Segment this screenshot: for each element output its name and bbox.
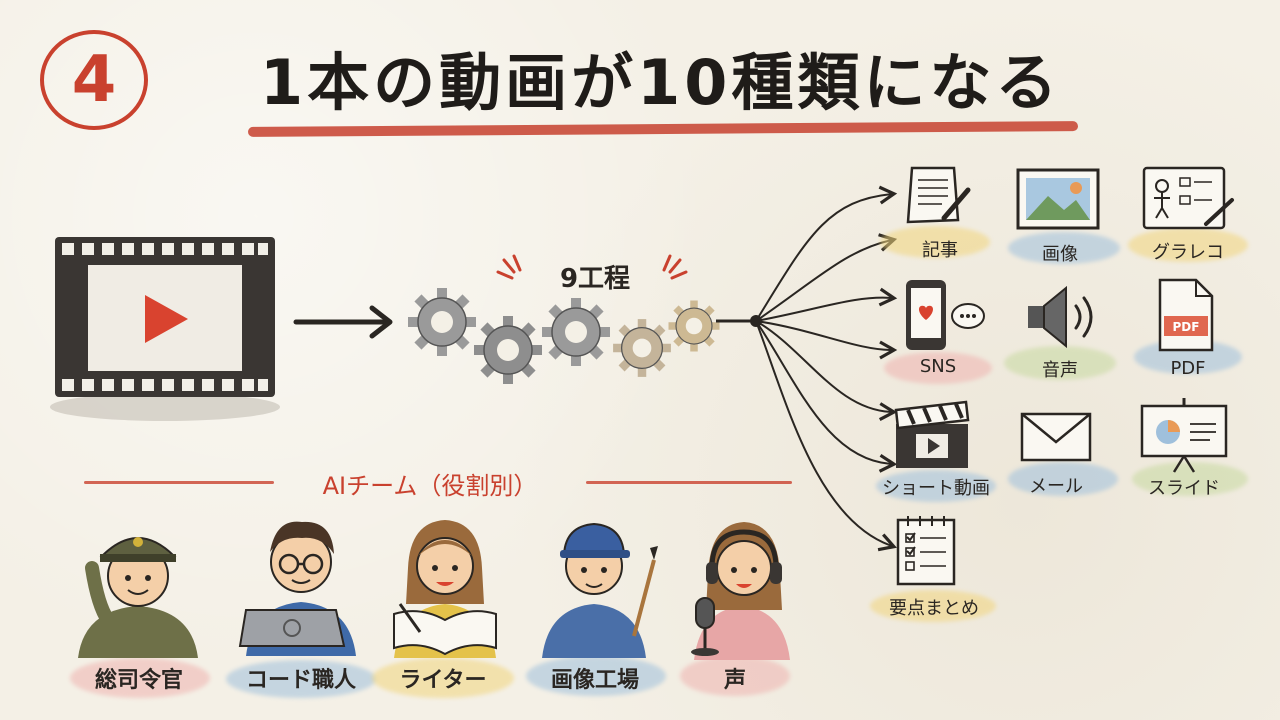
page-title: 1本の動画が10種類になる — [260, 46, 1062, 119]
output-label-sns: SNS — [919, 356, 957, 377]
coder-icon — [238, 521, 356, 656]
gear-5 — [667, 299, 721, 353]
output-label-article: 記事 — [922, 240, 958, 261]
input-arrow — [293, 305, 393, 339]
commander-icon — [78, 537, 198, 658]
pdf-icon: PDF — [1158, 278, 1214, 352]
envelope-icon — [1020, 412, 1092, 462]
pdf-badge-text: PDF — [1173, 320, 1200, 334]
checklist-icon — [896, 516, 956, 586]
film-strip-icon — [50, 237, 280, 421]
slide-icon — [1140, 398, 1228, 473]
team-title-line-right — [586, 481, 792, 484]
team-title: AIチーム（役割別） — [322, 472, 538, 500]
process-gears — [407, 287, 721, 385]
output-label-audio: 音声 — [1042, 360, 1078, 381]
member-label-image-factory: 画像工場 — [550, 668, 639, 693]
output-label-mail: メール — [1029, 476, 1083, 497]
graphic-recording-icon — [1142, 166, 1234, 230]
step-number-badge: 4 — [40, 30, 148, 130]
output-label-image: 画像 — [1042, 244, 1078, 265]
step-number: 4 — [71, 43, 117, 117]
output-label-graphic-recording: グラレコ — [1152, 242, 1224, 263]
output-label-slide: スライド — [1148, 478, 1220, 499]
output-label-short-video: ショート動画 — [882, 478, 990, 499]
gear-3 — [541, 297, 611, 367]
team-title-line-left — [84, 481, 274, 484]
speaker-icon — [1028, 285, 1093, 349]
member-label-writer: ライター — [399, 668, 487, 693]
image-factory-icon — [542, 522, 658, 658]
gear-1 — [407, 287, 477, 357]
output-label-summary: 要点まとめ — [889, 598, 979, 619]
output-fan-lines — [716, 185, 898, 552]
gear-4 — [612, 318, 672, 378]
member-label-commander: 総司令官 — [94, 668, 183, 693]
writer-icon — [393, 520, 497, 658]
member-label-coder: コード職人 — [245, 668, 356, 693]
voice-icon — [691, 522, 790, 660]
steps-label: 9工程 — [559, 264, 631, 294]
output-label-pdf: PDF — [1170, 358, 1206, 379]
image-icon — [1016, 168, 1100, 230]
smartphone-sns-icon — [906, 280, 985, 350]
article-icon — [906, 166, 971, 224]
steps-sparkles — [496, 254, 688, 280]
clapperboard-icon — [894, 400, 970, 468]
member-label-voice: 声 — [723, 668, 746, 693]
gear-2 — [473, 315, 543, 385]
